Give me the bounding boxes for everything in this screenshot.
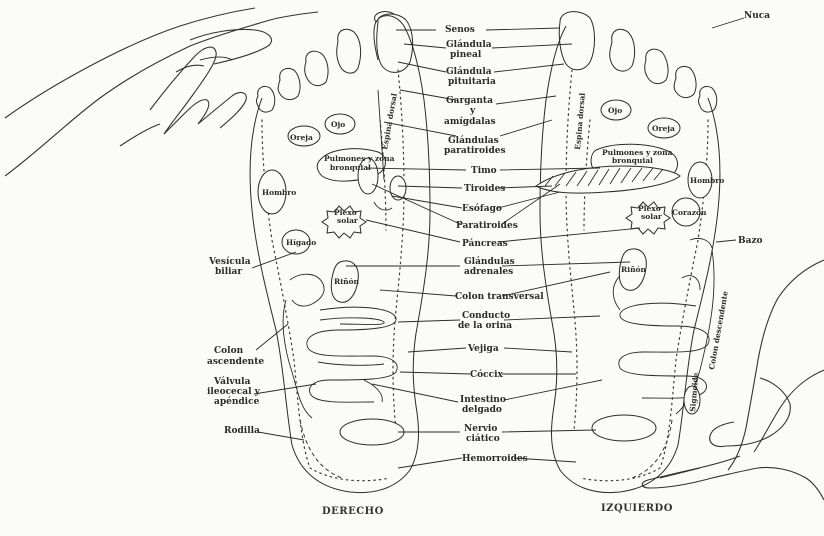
right-foot — [250, 12, 430, 493]
label-pulmones-right-2: bronquial — [330, 163, 371, 172]
label-ojo-right: Ojo — [331, 120, 345, 129]
caption-left-foot: IZQUIERDO — [601, 503, 673, 514]
label-valvula-3: apéndice — [214, 396, 260, 407]
label-glandula-pineal-1: Glándula — [446, 39, 492, 50]
label-paratiroides-2: paratiroides — [444, 146, 506, 156]
label-valvula-2: ileocecal y — [207, 387, 261, 397]
label-espina-left: Espina dorsal — [573, 92, 587, 150]
label-tiroides: Tiroides — [464, 184, 505, 194]
label-hombro-left: Hombro — [690, 176, 724, 185]
label-paratiroides-1: Glándulas — [448, 135, 499, 146]
label-plexo-left-2: solar — [641, 212, 663, 221]
label-vesicula-2: biliar — [215, 267, 242, 277]
label-rodilla: Rodilla — [224, 426, 260, 436]
label-glandula-pituitaria-1: Glándula — [446, 66, 492, 77]
label-conducto-1: Conducto — [462, 311, 510, 321]
label-bazo: Bazo — [738, 236, 763, 246]
label-suprarrenales-1: Glándulas — [464, 256, 515, 267]
label-timo: Timo — [471, 166, 497, 176]
label-intestino-1: Intestino — [460, 395, 506, 405]
label-garganta: Garganta — [446, 96, 493, 106]
label-ojo-left: Ojo — [608, 106, 622, 115]
upper-left-hand — [5, 8, 318, 176]
label-conducto-2: de la orina — [458, 321, 512, 331]
label-paratiroides-b: Paratiroides — [456, 221, 518, 231]
label-senos: Senos — [445, 25, 475, 35]
label-garganta-y: y — [469, 106, 476, 116]
label-nervio-1: Nervio — [464, 424, 497, 434]
label-hombro-right: Hombro — [262, 188, 296, 197]
label-pancreas: Páncreas — [462, 238, 508, 249]
label-vejiga: Vejiga — [467, 344, 499, 354]
label-nuca: Nuca — [744, 11, 770, 21]
label-nervio-2: ciático — [466, 433, 500, 444]
label-corazon-left: Corazón — [672, 208, 707, 217]
label-pulmones-left-2: bronquial — [612, 156, 653, 165]
label-higado-right: Hígado — [286, 238, 316, 247]
label-intestino-2: delgado — [462, 405, 502, 415]
left-foot-labels: Ojo Oreja Pulmones y zona bronquial Homb… — [573, 92, 730, 412]
label-esofago: Esófago — [462, 203, 502, 214]
label-rinon-right: Riñón — [334, 277, 360, 286]
label-suprarrenales-2: adrenales — [464, 267, 513, 277]
label-colon-transversal: Colon transversal — [455, 292, 544, 302]
label-espina-right: Espina dorsal — [380, 92, 399, 150]
label-hemorroides: Hemorroides — [462, 454, 528, 464]
label-glandula-pineal-2: pineal — [450, 50, 482, 60]
label-oreja-left: Oreja — [652, 124, 675, 133]
label-coccix: Cóccix — [470, 369, 504, 380]
label-vesicula-1: Vesícula — [208, 256, 251, 267]
label-valvula-1: Válvula — [213, 376, 251, 387]
caption-right-foot: DERECHO — [322, 506, 384, 517]
label-colon-asc-1: Colon — [214, 346, 244, 356]
center-labels: Senos Glándula pineal Glándula pituitari… — [346, 25, 640, 468]
label-glandula-pituitaria-2: pituitaria — [448, 77, 496, 87]
label-plexo-right-2: solar — [337, 216, 359, 225]
label-colon-desc-left: Colon descendente — [707, 290, 730, 370]
label-rinon-left: Riñón — [621, 265, 647, 274]
label-amigdalas: amígdalas — [444, 116, 496, 127]
label-pulmones-right-1: Pulmones y zona — [324, 154, 395, 163]
left-foot — [536, 12, 720, 493]
label-colon-asc-2: ascendente — [207, 357, 264, 367]
label-oreja-right: Oreja — [290, 133, 313, 142]
